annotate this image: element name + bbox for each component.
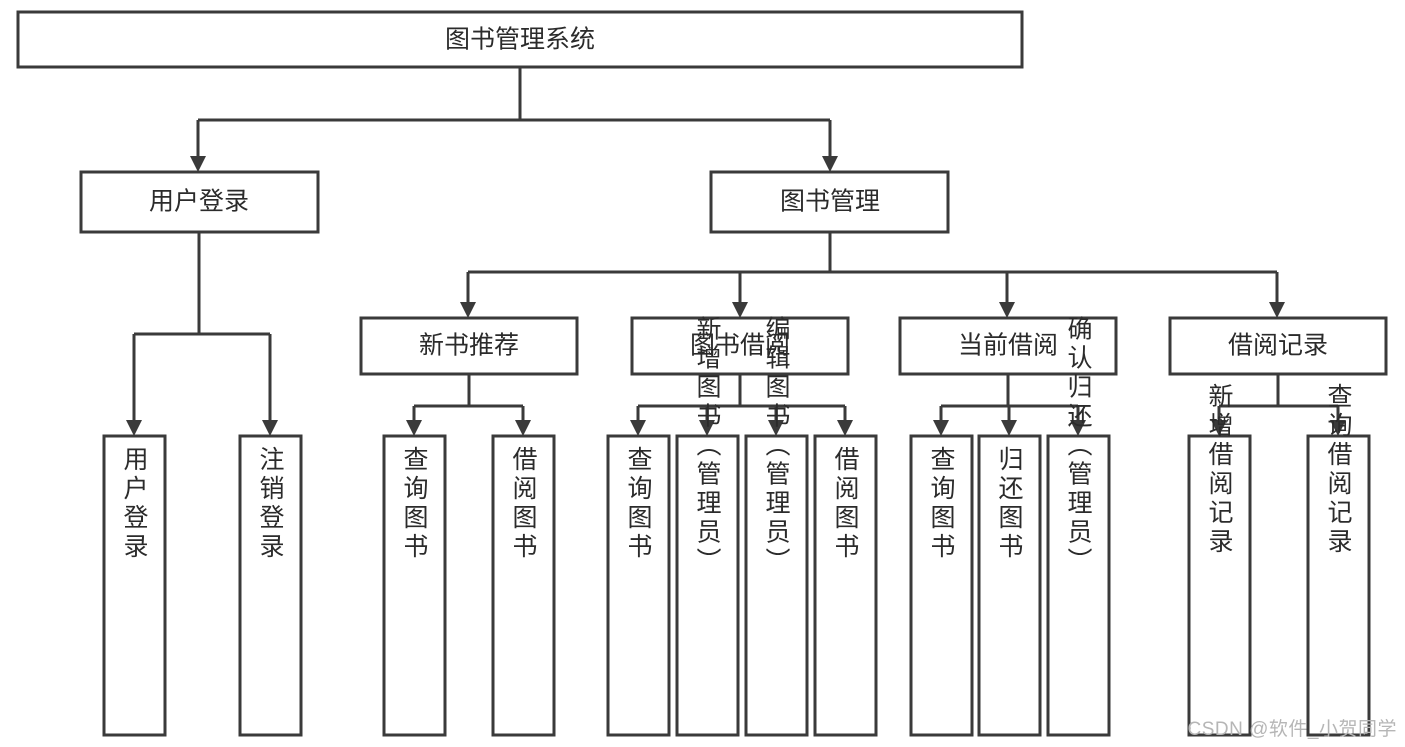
node-borrow-record-label: 借阅记录 [1228, 332, 1328, 360]
arrow-leaf-user-login [126, 420, 142, 436]
node-root[interactable]: 图书管理系统 [16, 10, 1024, 69]
leaf-br-query-record[interactable]: 查询借阅记录 [1306, 383, 1371, 737]
arrow-to-current-borrow [999, 302, 1015, 318]
node-borrow-record[interactable]: 借阅记录 [1168, 316, 1388, 376]
leaf-bb-borrow-book-box[interactable] [813, 434, 878, 737]
leaf-user-login[interactable]: 用户登录 [102, 434, 167, 737]
arrow-leaf-bb-borrow [837, 420, 853, 436]
leaf-bb-query-book-box[interactable] [606, 434, 671, 737]
leaf-user-logout[interactable]: 注销登录 [238, 434, 303, 737]
leaf-nb-query-book-box[interactable] [382, 434, 447, 737]
leaf-nb-borrow-book[interactable]: 借阅图书 [491, 434, 556, 737]
node-root-label: 图书管理系统 [445, 26, 595, 54]
leaf-bb-edit-book-label: 编辑图书（管理员） [762, 316, 791, 577]
leaf-br-add-record[interactable]: 新增借阅记录 [1187, 383, 1252, 737]
arrow-leaf-br-add [1211, 420, 1227, 436]
arrow-to-user-login [190, 156, 206, 172]
arrow-leaf-bb-query [630, 420, 646, 436]
arrow-leaf-cb-confirm [1070, 420, 1086, 436]
arrow-leaf-cb-query [933, 420, 949, 436]
leaf-br-add-record-box[interactable] [1187, 434, 1252, 737]
node-new-book-recommend-box[interactable] [359, 316, 579, 376]
leaf-cb-confirm-return[interactable]: 确认归还（管理员） [1046, 316, 1111, 737]
leaf-cb-confirm-return-label: 确认归还（管理员） [1064, 316, 1093, 577]
node-new-book-recommend[interactable]: 新书推荐 [359, 316, 579, 376]
arrow-leaf-nb-query [406, 420, 422, 436]
leaf-user-logout-box[interactable] [238, 434, 303, 737]
leaf-cb-query-book[interactable]: 查询图书 [909, 434, 974, 737]
arrow-to-book-mgmt [822, 156, 838, 172]
node-new-book-recommend-label: 新书推荐 [419, 332, 519, 360]
leaf-nb-query-book[interactable]: 查询图书 [382, 434, 447, 737]
node-root-box[interactable] [16, 10, 1024, 69]
node-user-login-label: 用户登录 [149, 188, 249, 216]
leaf-bb-query-book[interactable]: 查询图书 [606, 434, 671, 737]
node-user-login[interactable]: 用户登录 [79, 170, 320, 234]
leaf-bb-edit-book[interactable]: 编辑图书（管理员） [744, 316, 809, 737]
leaf-nb-query-book-label: 查询图书 [400, 446, 429, 562]
node-user-login-box[interactable] [79, 170, 320, 234]
leaf-cb-query-book-box[interactable] [909, 434, 974, 737]
arrow-leaf-cb-return [1001, 420, 1017, 436]
node-book-management-box[interactable] [709, 170, 950, 234]
leaf-user-login-label: 用户登录 [120, 446, 149, 562]
leaf-br-query-record-box[interactable] [1306, 434, 1371, 737]
node-book-borrow[interactable]: 图书借阅 [630, 316, 850, 376]
connector-layer [126, 67, 1346, 436]
leaf-bb-edit-book-box[interactable] [744, 434, 809, 737]
leaf-bb-add-book-box[interactable] [675, 434, 740, 737]
leaf-bb-query-book-label: 查询图书 [624, 446, 653, 562]
leaf-nb-borrow-book-box[interactable] [491, 434, 556, 737]
leaf-user-login-box[interactable] [102, 434, 167, 737]
leaf-bb-borrow-book-label: 借阅图书 [831, 446, 860, 562]
node-book-management[interactable]: 图书管理 [709, 170, 950, 234]
leaf-cb-return-book-label: 归还图书 [995, 446, 1024, 562]
arrow-leaf-user-logout [262, 420, 278, 436]
arrow-leaf-nb-borrow [515, 420, 531, 436]
leaf-bb-add-book[interactable]: 新增图书（管理员） [675, 316, 740, 737]
node-current-borrow-label: 当前借阅 [958, 332, 1058, 360]
leaf-cb-query-book-label: 查询图书 [927, 446, 956, 562]
node-book-management-label: 图书管理 [780, 188, 880, 216]
leaf-cb-return-book[interactable]: 归还图书 [977, 434, 1042, 737]
leaf-cb-return-book-box[interactable] [977, 434, 1042, 737]
leaf-nb-borrow-book-label: 借阅图书 [509, 446, 538, 562]
leaf-cb-confirm-return-box[interactable] [1046, 434, 1111, 737]
node-book-borrow-label: 图书借阅 [690, 332, 790, 360]
leaf-bb-add-book-label: 新增图书（管理员） [693, 316, 722, 577]
leaf-br-add-record-label: 新增借阅记录 [1205, 383, 1234, 557]
leaf-user-logout-label: 注销登录 [256, 446, 285, 562]
node-current-borrow-box[interactable] [898, 316, 1118, 376]
node-book-borrow-box[interactable] [630, 316, 850, 376]
node-current-borrow[interactable]: 当前借阅 [898, 316, 1118, 376]
leaf-br-query-record-label: 查询借阅记录 [1324, 383, 1353, 557]
arrow-leaf-br-query [1330, 420, 1346, 436]
arrow-leaf-bb-edit [768, 420, 784, 436]
leaf-bb-borrow-book[interactable]: 借阅图书 [813, 434, 878, 737]
arrow-to-borrow-record [1269, 302, 1285, 318]
node-borrow-record-box[interactable] [1168, 316, 1388, 376]
arrow-to-new-book [460, 302, 476, 318]
arrow-to-book-borrow [732, 302, 748, 318]
arrow-leaf-bb-add [699, 420, 715, 436]
